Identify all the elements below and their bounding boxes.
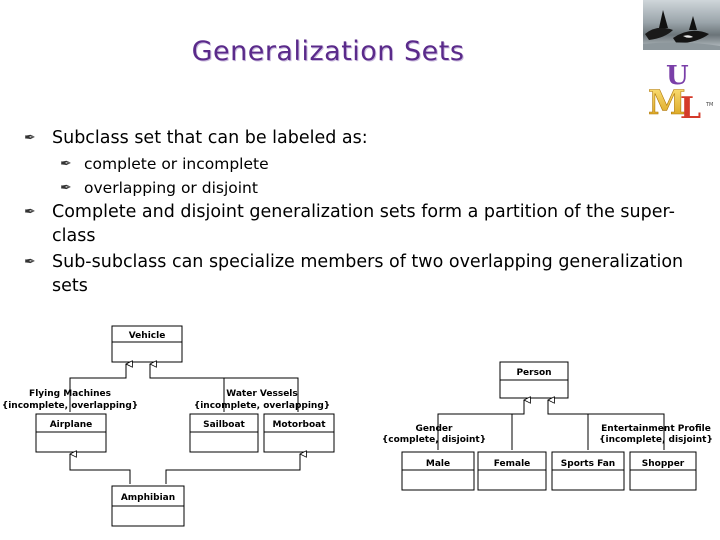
uml-logo: U M L TM [646,54,716,126]
motorboat-label: Motorboat [272,420,326,430]
bullet-item: ✒ Subclass set that can be labeled as: [24,126,684,150]
person-label: Person [516,368,551,378]
class-box-sports-fan [551,451,625,491]
logo-letter-u: U [666,61,689,91]
gender-set-constraint: {complete, disjoint} [382,435,486,445]
pen-icon: ✒ [24,204,36,220]
orca-photo [643,0,720,50]
uml-diagrams: Vehicle Flying Machines {incomplete, ove… [2,325,713,527]
vehicle-label: Vehicle [129,331,166,341]
bullet-text: Sub-subclass can specialize members of t… [52,252,684,296]
sub-bullet-item: ✒ overlapping or disjoint [24,176,684,200]
pen-icon: ✒ [60,180,72,196]
class-box-motorboat [263,413,335,453]
pen-icon: ✒ [24,254,36,270]
shopper-label: Shopper [642,459,685,469]
class-box-shopper [629,451,697,491]
bullet-list: ✒ Subclass set that can be labeled as: ✒… [24,126,684,300]
male-label: Male [426,459,450,469]
pen-icon: ✒ [60,156,72,172]
class-box-airplane [35,413,107,453]
sailboat-label: Sailboat [203,420,245,430]
water-set-name: Water Vessels [226,389,298,399]
bullet-text: overlapping or disjoint [84,179,258,197]
gender-set-name: Gender [416,424,453,434]
class-box-sailboat [189,413,259,453]
entertainment-set-constraint: {incomplete, disjoint} [599,435,713,445]
bullet-text: Complete and disjoint generalization set… [52,202,675,246]
entertainment-set-name: Entertainment Profile [601,424,711,434]
airplane-label: Airplane [50,420,93,430]
flying-set-name: Flying Machines [29,389,111,399]
amphibian-label: Amphibian [121,493,175,503]
logo-trademark: TM [705,102,713,108]
bullet-text: complete or incomplete [84,155,269,173]
slide-title: Generalization Sets [191,36,465,67]
bullet-text: Subclass set that can be labeled as: [52,128,368,148]
sports-fan-label: Sports Fan [561,459,615,469]
logo-letter-m: M [648,83,686,123]
female-label: Female [494,459,531,469]
sub-bullet-item: ✒ complete or incomplete [24,152,684,176]
flying-set-constraint: {incomplete, overlapping} [2,401,138,411]
logo-letter-l: L [680,91,701,124]
bullet-item: ✒ Complete and disjoint generalization s… [24,200,684,248]
bullet-item: ✒ Sub-subclass can specialize members of… [24,250,684,298]
pen-icon: ✒ [24,130,36,146]
water-set-constraint: {incomplete, overlapping} [194,401,330,411]
class-box-vehicle [111,325,183,363]
class-box-female [477,451,547,491]
class-box-male [401,451,475,491]
